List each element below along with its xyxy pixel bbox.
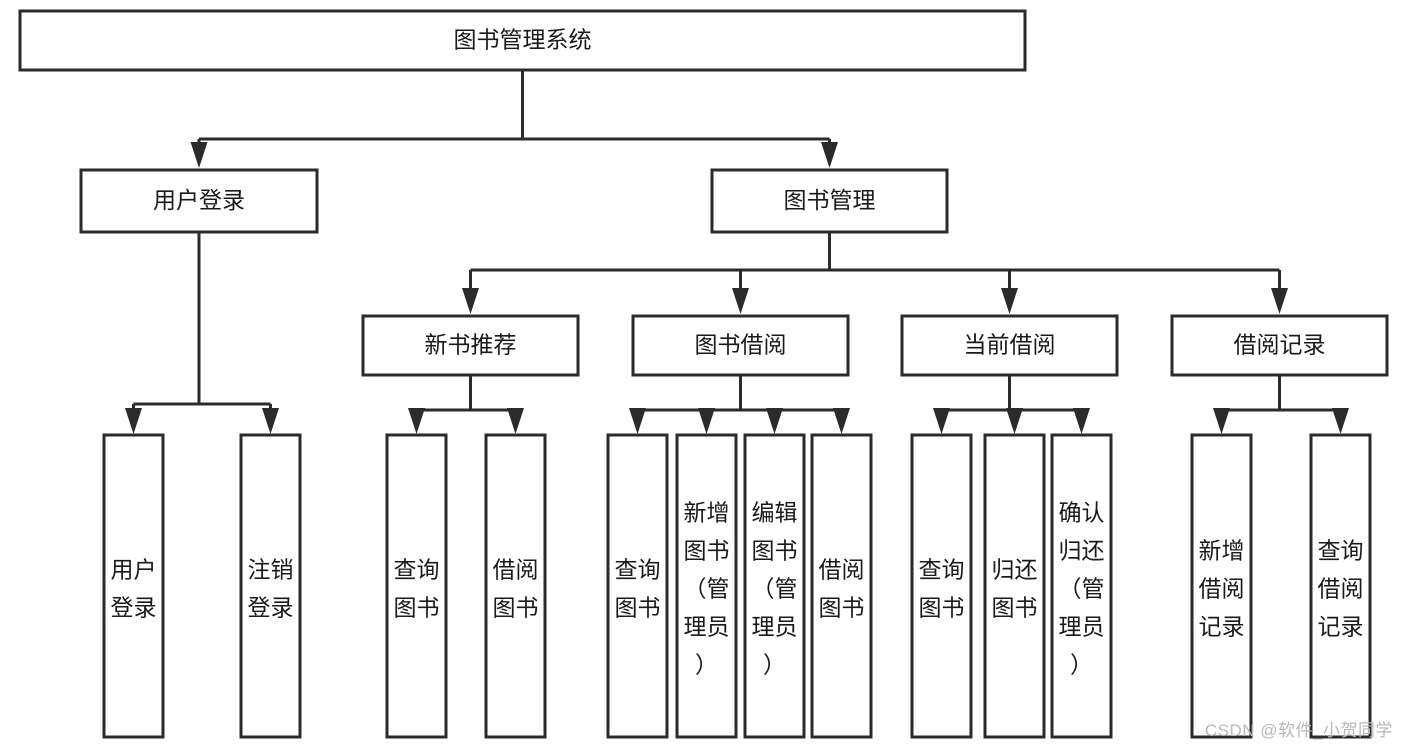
node-label-current-borrow: 当前借阅: [964, 332, 1056, 358]
leaf-box[interactable]: [484, 433, 547, 739]
leaf-node-leaf-confirm-return[interactable]: 确认归还（管理员）: [1050, 433, 1113, 739]
leaf-box[interactable]: [1050, 433, 1113, 739]
arrow-head: [732, 288, 749, 314]
arrow-head: [462, 288, 479, 314]
arrow-head: [821, 142, 838, 168]
leaf-node-leaf-borrow-book[interactable]: 借阅图书: [810, 433, 873, 739]
leaf-box[interactable]: [385, 433, 448, 739]
node-label-book-manage: 图书管理: [784, 187, 876, 213]
arrow-head: [629, 408, 646, 434]
arrow-head: [262, 408, 279, 434]
leaf-label: 新增图书（管理员）: [684, 500, 730, 678]
leaf-box[interactable]: [1309, 433, 1372, 739]
leaf-box[interactable]: [606, 433, 669, 739]
node-box[interactable]: [1170, 314, 1389, 377]
node-borrow-record[interactable]: 借阅记录: [1170, 314, 1389, 377]
node-book-borrow[interactable]: 图书借阅: [631, 314, 850, 377]
leaf-node-leaf-edit-book-admin[interactable]: 编辑图书（管理员）: [743, 433, 806, 739]
leaf-label: 查询图书: [919, 557, 965, 621]
leaf-label: 归还图书: [992, 557, 1038, 621]
leaf-box[interactable]: [239, 433, 302, 739]
arrow-head: [1213, 408, 1230, 434]
leaf-box[interactable]: [1190, 433, 1253, 739]
root-label: 图书管理系统: [454, 27, 592, 53]
leaf-label: 借阅图书: [493, 557, 539, 621]
leaf-box[interactable]: [102, 433, 165, 739]
leaf-node-leaf-user-login[interactable]: 用户登录: [102, 433, 165, 739]
node-label-borrow-record: 借阅记录: [1234, 332, 1326, 358]
leaf-node-leaf-add-book-admin[interactable]: 新增图书（管理员）: [675, 433, 738, 739]
leaf-label: 新增借阅记录: [1199, 538, 1245, 640]
arrow-head: [125, 408, 142, 434]
arrow-head: [1271, 288, 1288, 314]
node-label-new-book-recommend: 新书推荐: [425, 332, 517, 358]
node-box[interactable]: [631, 314, 850, 377]
node-new-book-recommend[interactable]: 新书推荐: [361, 314, 580, 377]
arrow-head: [1001, 288, 1018, 314]
node-box[interactable]: [900, 314, 1119, 377]
arrow-head: [507, 408, 524, 434]
node-label-book-borrow: 图书借阅: [695, 332, 787, 358]
arrow-head: [933, 408, 950, 434]
leaf-node-leaf-query-book-borrow[interactable]: 查询图书: [606, 433, 669, 739]
leaf-node-leaf-user-logout[interactable]: 注销登录: [239, 433, 302, 739]
arrow-head: [833, 408, 850, 434]
leaf-label: 查询借阅记录: [1318, 538, 1364, 640]
leaf-label: 编辑图书（管理员）: [752, 500, 798, 678]
node-box[interactable]: [361, 314, 580, 377]
leaf-box[interactable]: [675, 433, 738, 739]
leaf-node-leaf-query-record[interactable]: 查询借阅记录: [1309, 433, 1372, 739]
connector-edges-layer: [125, 70, 1349, 434]
node-user-login[interactable]: 用户登录: [79, 168, 319, 234]
node-box[interactable]: [79, 168, 319, 234]
node-book-manage[interactable]: 图书管理: [710, 168, 949, 234]
arrow-head: [1332, 408, 1349, 434]
leaf-label: 查询图书: [615, 557, 661, 621]
leaf-label: 注销登录: [248, 557, 294, 621]
arrow-head: [766, 408, 783, 434]
leaf-box[interactable]: [810, 433, 873, 739]
node-box[interactable]: [710, 168, 949, 234]
node-boxes-layer: 图书管理系统用户登录图书管理新书推荐图书借阅当前借阅借阅记录用户登录注销登录查询…: [18, 9, 1389, 739]
leaf-node-leaf-add-record[interactable]: 新增借阅记录: [1190, 433, 1253, 739]
arrow-head: [1006, 408, 1023, 434]
leaf-label: 确认归还（管理员）: [1059, 500, 1105, 678]
arrow-head: [1073, 408, 1090, 434]
leaf-label: 借阅图书: [819, 557, 865, 621]
leaf-node-leaf-query-book-new[interactable]: 查询图书: [385, 433, 448, 739]
leaf-node-leaf-query-book-cur[interactable]: 查询图书: [910, 433, 973, 739]
leaf-node-leaf-borrow-book-new[interactable]: 借阅图书: [484, 433, 547, 739]
arrow-head: [408, 408, 425, 434]
leaf-box[interactable]: [743, 433, 806, 739]
node-box[interactable]: [18, 9, 1027, 72]
node-label-user-login: 用户登录: [153, 187, 245, 213]
leaf-box[interactable]: [983, 433, 1046, 739]
leaf-box[interactable]: [910, 433, 973, 739]
arrow-head: [190, 142, 208, 168]
root-node-book-management-system[interactable]: 图书管理系统: [18, 9, 1027, 72]
leaf-label: 用户登录: [111, 557, 157, 621]
leaf-node-leaf-return-book[interactable]: 归还图书: [983, 433, 1046, 739]
arrow-head: [698, 408, 715, 434]
leaf-label: 查询图书: [394, 557, 440, 621]
node-current-borrow[interactable]: 当前借阅: [900, 314, 1119, 377]
